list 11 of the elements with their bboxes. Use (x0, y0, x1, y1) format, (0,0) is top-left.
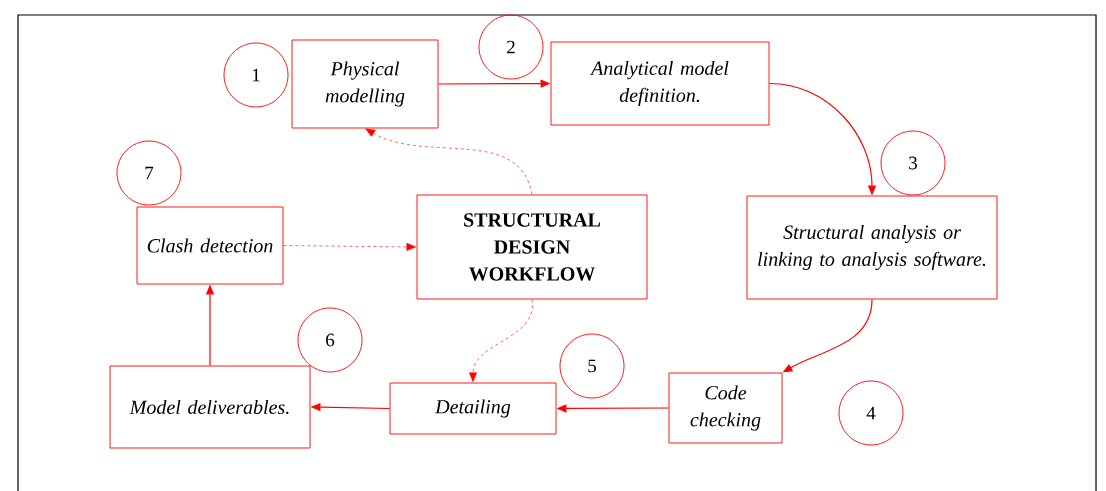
arrow (365, 128, 533, 195)
process-box: Detailing (389, 382, 557, 435)
arrow (469, 299, 533, 383)
process-box: Physical modelling (291, 39, 439, 129)
arrow (283, 242, 417, 251)
process-box: Structural analysis or linking to analysis software. (746, 195, 998, 300)
process-box: STRUCTURAL DESIGN WORKFLOW (416, 194, 648, 300)
process-box: Code checking (668, 372, 783, 444)
process-box: Clash detection (136, 206, 284, 285)
process-box: Analytical model definition. (550, 41, 770, 126)
process-box: Model deliverables. (109, 365, 311, 449)
